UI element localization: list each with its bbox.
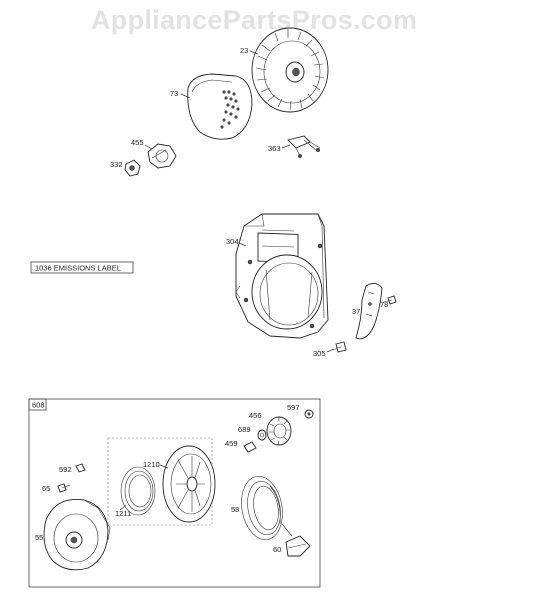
- callout-597: 597: [287, 403, 300, 412]
- cap-part-597[interactable]: [304, 409, 314, 419]
- callout-58: 58: [231, 505, 239, 514]
- emissions-label-part-1036[interactable]: 1036 EMISSIONS LABEL: [30, 261, 134, 274]
- screw-part-305[interactable]: [331, 341, 347, 353]
- screw-part-65[interactable]: [57, 483, 71, 493]
- callout-65: 65: [42, 484, 50, 493]
- pulley-part-1210[interactable]: [162, 445, 216, 523]
- watermark-text: AppliancePartsPros.com: [91, 5, 417, 35]
- flywheel-part-23[interactable]: [251, 27, 329, 113]
- starter-assembly-box: 608: [28, 398, 321, 588]
- callout-1211: 1211: [115, 509, 131, 518]
- handle-part-60[interactable]: [281, 523, 311, 557]
- callout-60: 60: [273, 545, 281, 554]
- baffle-part-37[interactable]: [355, 283, 383, 340]
- callout-23: 23: [240, 46, 248, 55]
- callout-332: 332: [110, 160, 123, 169]
- screw-part-78[interactable]: [383, 295, 397, 305]
- callout-37: 37: [352, 307, 360, 316]
- callout-689: 689: [238, 425, 251, 434]
- callout-456: 456: [249, 411, 262, 420]
- callout-1036: 1036 EMISSIONS LABEL: [35, 264, 121, 273]
- rope-part-58[interactable]: [237, 473, 288, 543]
- ignition-part-363[interactable]: [287, 135, 321, 159]
- blower-housing-part-304[interactable]: [235, 213, 329, 339]
- pawl-part-459[interactable]: [243, 441, 257, 453]
- callout-459: 459: [225, 439, 238, 448]
- clutch-part-455[interactable]: [147, 143, 177, 169]
- callout-55: 55: [35, 533, 43, 542]
- callout-363: 363: [268, 144, 281, 153]
- callout-455: 455: [131, 138, 144, 147]
- nut-part-332[interactable]: [124, 159, 141, 177]
- rotating-screen-part-73[interactable]: [187, 73, 253, 140]
- washer-part-689[interactable]: [257, 429, 267, 441]
- pulley-part-456[interactable]: [266, 416, 292, 446]
- starter-housing-part-55[interactable]: [43, 498, 111, 571]
- callout-1210: 1210: [143, 460, 160, 469]
- callout-73: 73: [170, 89, 178, 98]
- callout-78: 78: [380, 300, 388, 309]
- spring-part-1211[interactable]: [119, 466, 156, 516]
- nut-part-592[interactable]: [75, 463, 86, 473]
- callout-304: 304: [226, 237, 239, 246]
- callout-608: 608: [32, 401, 45, 410]
- callout-305: 305: [313, 349, 326, 358]
- callout-592: 592: [59, 465, 72, 474]
